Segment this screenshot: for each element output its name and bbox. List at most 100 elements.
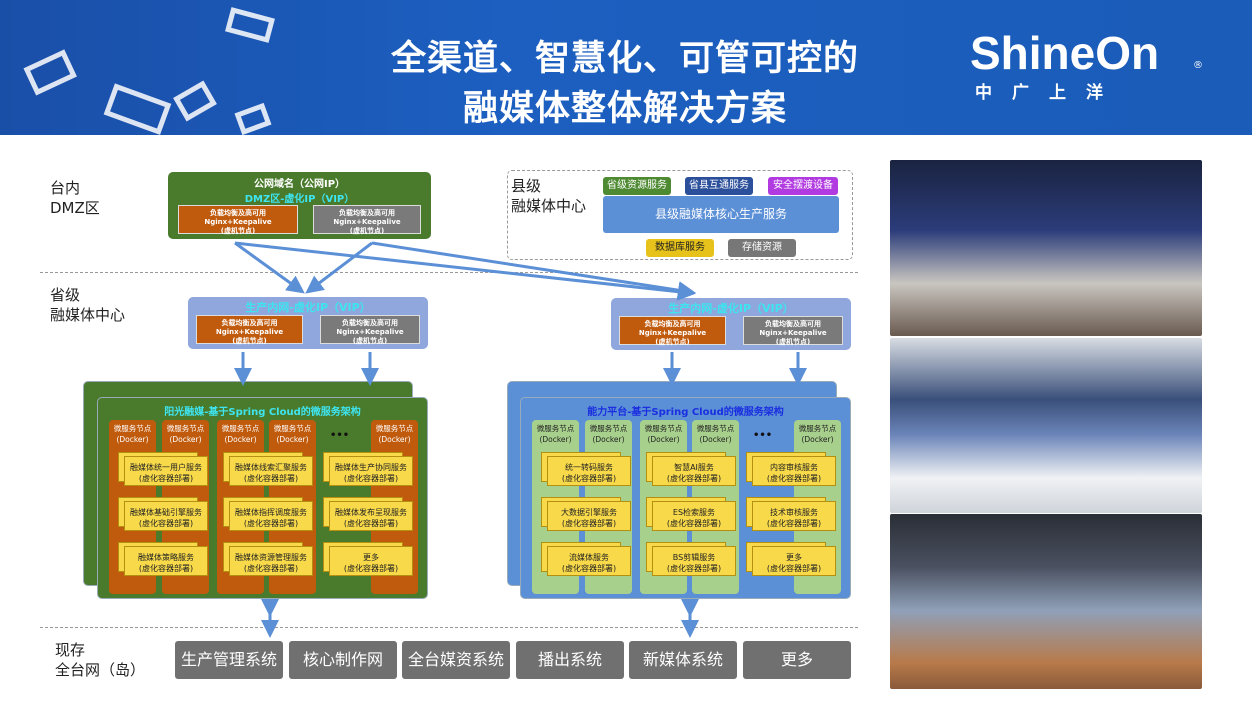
node-label: 微服务节点 [644, 424, 683, 433]
system-button[interactable]: 全台媒资系统 [402, 641, 510, 679]
service-card: 技术审核服务 (虚化容器部署) [752, 501, 836, 531]
service-deploy: (虚化容器部署) [138, 474, 194, 483]
service-deploy: (虚化容器部署) [766, 474, 822, 483]
node-label: (Docker) [647, 435, 680, 444]
divider [40, 627, 858, 628]
service-card: 融媒体统一用户服务 (虚化容器部署) [124, 456, 208, 486]
service-deploy: (虚化容器部署) [666, 519, 722, 528]
slide-title-line1: 全渠道、智慧化、可管可控的 [390, 39, 859, 79]
control-room-photo [890, 338, 1202, 513]
county-tag: 省级资源服务 [603, 177, 671, 195]
node-label: (Docker) [116, 435, 149, 444]
system-button[interactable]: 播出系统 [516, 641, 624, 679]
node-label: 微服务节点 [536, 424, 575, 433]
service-card: 融媒体指挥调度服务(虚化容器部署) [229, 501, 313, 531]
layer-label-province: 省级融媒体中心 [50, 286, 126, 324]
county-center-box: 县级融媒体中心 省级资源服务 省县互通服务 安全摆渡设备 县级融媒体核心生产服务… [507, 170, 853, 260]
service-name: 更多 [363, 553, 379, 562]
service-name: 统一转码服务 [565, 463, 613, 472]
county-core-service: 县级融媒体核心生产服务 [603, 196, 839, 233]
ellipsis-icon: ••• [753, 430, 773, 441]
node-label: 微服务节点 [221, 424, 260, 433]
logo: ShineOn [970, 27, 1160, 79]
node-label: (Docker) [592, 435, 625, 444]
registered-mark: ® [1193, 60, 1203, 71]
service-card: 融媒体发布呈现服务(虚化容器部署) [329, 501, 413, 531]
service-name: 融媒体资源管理服务 [235, 553, 307, 562]
node-label: 微服务节点 [375, 424, 414, 433]
node-label: 微服务节点 [273, 424, 312, 433]
node-label: (Docker) [224, 435, 257, 444]
service-name: 大数据引擎服务 [561, 508, 617, 517]
service-card: 更多 (虚化容器部署) [329, 546, 413, 576]
platform-sunshine: 阳光融媒-基于Spring Cloud的微服务架构微服务节点(Docker)微服… [97, 397, 428, 599]
service-name: 智慧AI服务 [674, 463, 714, 472]
service-card: 内容审核服务(虚化容器部署) [752, 456, 836, 486]
county-label: 县级融媒体中心 [511, 177, 587, 215]
system-button[interactable]: 核心制作网 [289, 641, 397, 679]
service-name: 融媒体发布呈现服务 [335, 508, 407, 517]
platform-capability: 能力平台-基于Spring Cloud的微服务架构微服务节点(Docker)微服… [520, 397, 851, 599]
service-card: 大数据引擎服务(虚化容器部署) [547, 501, 631, 531]
service-name: 流媒体服务 [569, 553, 609, 562]
service-card: ES检索服务 (虚化容器部署) [652, 501, 736, 531]
logo-subtitle: 中广上洋 [975, 83, 1123, 103]
service-card: BS剪辑服务 (虚化容器部署) [652, 546, 736, 576]
system-button[interactable]: 生产管理系统 [175, 641, 283, 679]
service-deploy: (虚化容器部署) [666, 474, 722, 483]
dmz-vip: DMZ区-虚化IP（VIP） [244, 194, 355, 205]
service-deploy: (虚化容器部署) [243, 564, 299, 573]
service-deploy: (虚化容器部署) [561, 564, 617, 573]
node-label: (Docker) [169, 435, 202, 444]
studio-photo [890, 160, 1202, 336]
newsroom-photo [890, 514, 1202, 689]
service-card: 更多(虚化容器部署) [752, 546, 836, 576]
service-card: 融媒体资源管理服务 (虚化容器部署) [229, 546, 313, 576]
service-name: 技术审核服务 [770, 508, 818, 517]
dmz-title: 公网域名（公网IP） [253, 179, 346, 190]
service-name: 融媒体统一用户服务 [130, 463, 202, 472]
storage-resource: 存储资源 [728, 239, 796, 257]
service-card: 融媒体线索汇聚服务 (虚化容器部署) [229, 456, 313, 486]
service-deploy: (虚化容器部署) [243, 519, 299, 528]
database-service: 数据库服务 [646, 239, 714, 257]
system-button[interactable]: 新媒体系统 [629, 641, 737, 679]
service-deploy: (虚化容器部署) [561, 474, 617, 483]
service-name: BS剪辑服务 [672, 553, 716, 562]
node-label: 微服务节点 [696, 424, 735, 433]
service-deploy: (虚化容器部署) [766, 519, 822, 528]
divider [40, 272, 858, 273]
service-card: 融媒体策略服务(虚化容器部署) [124, 546, 208, 576]
node-label: 微服务节点 [113, 424, 152, 433]
slide-title-line2: 融媒体整体解决方案 [462, 89, 787, 129]
service-deploy: (虚化容器部署) [243, 474, 299, 483]
node-label: (Docker) [276, 435, 309, 444]
county-tag: 省县互通服务 [685, 177, 753, 195]
node-label: (Docker) [801, 435, 834, 444]
node-label: (Docker) [699, 435, 732, 444]
layer-label-legacy: 现存全台网（岛） [55, 641, 146, 679]
service-deploy: (虚化容器部署) [666, 564, 722, 573]
service-name: ES检索服务 [672, 508, 716, 517]
ellipsis-icon: ••• [330, 430, 350, 441]
node-label: (Docker) [539, 435, 572, 444]
service-card: 统一转码服务 (虚化容器部署) [547, 456, 631, 486]
service-name: 融媒体线索汇聚服务 [235, 463, 307, 472]
node-label: (Docker) [378, 435, 411, 444]
service-name: 融媒体策略服务 [138, 553, 194, 562]
system-button[interactable]: 更多 [743, 641, 851, 679]
service-deploy: (虚化容器部署) [138, 519, 194, 528]
decorative-shapes-icon [23, 7, 275, 135]
service-deploy: (虚化容器部署) [343, 564, 399, 573]
